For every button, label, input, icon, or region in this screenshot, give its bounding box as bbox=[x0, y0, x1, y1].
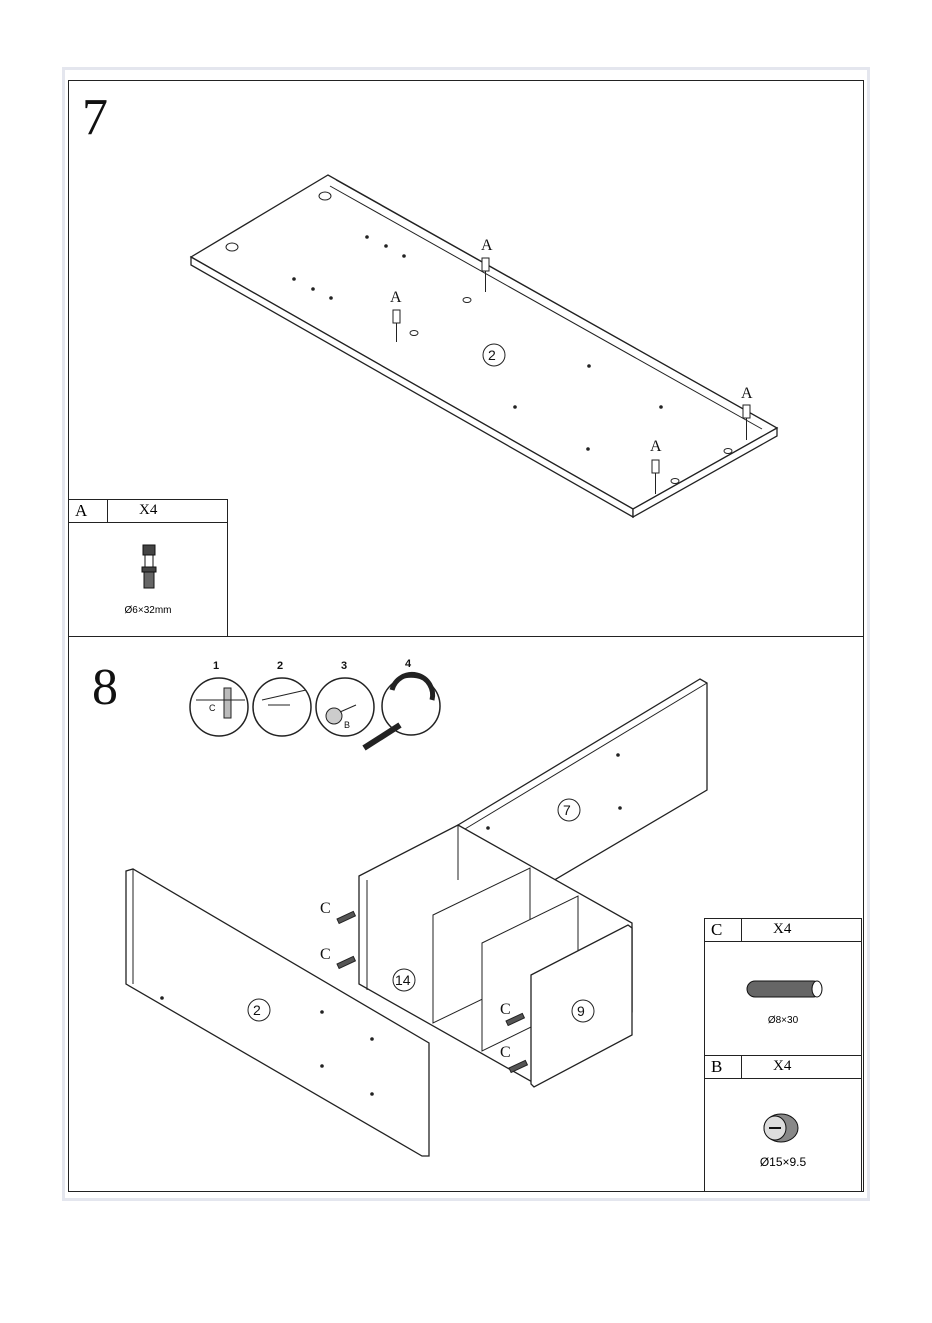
hardware-b-size: Ø15×9.5 bbox=[705, 1155, 861, 1169]
part-14-label: 14 bbox=[395, 972, 411, 988]
hardware-b-box: B X4 Ø15×9.5 bbox=[704, 1055, 862, 1192]
part-2-front-label: 2 bbox=[253, 1002, 261, 1018]
wood-dowel-icon bbox=[705, 919, 863, 1059]
hardware-c-size: Ø8×30 bbox=[705, 1015, 861, 1026]
cam-lock-icon bbox=[705, 1056, 863, 1193]
callout-c-4: C bbox=[500, 1044, 511, 1062]
callout-c-3: C bbox=[500, 1001, 511, 1019]
callout-c-2: C bbox=[320, 946, 331, 964]
part-7-label: 7 bbox=[563, 802, 571, 818]
substep-1-letter: C bbox=[209, 703, 216, 713]
substep-3-letter: B bbox=[344, 720, 350, 730]
hardware-c-box: C X4 Ø8×30 bbox=[704, 918, 862, 1058]
part-9-label: 9 bbox=[577, 1003, 585, 1019]
callout-c-1: C bbox=[320, 900, 331, 918]
